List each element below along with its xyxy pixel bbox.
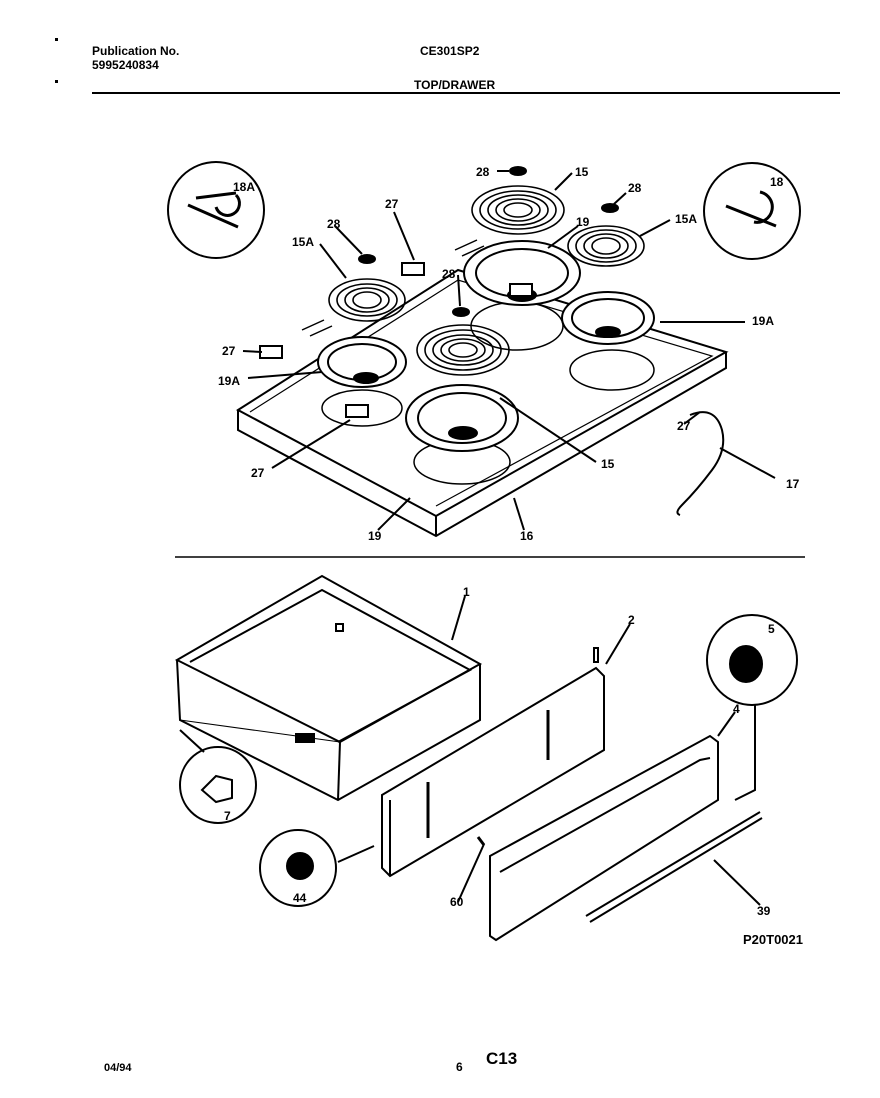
part-label: 28 — [476, 165, 490, 179]
margin-dot-top — [55, 38, 58, 41]
part-label: 7 — [224, 809, 231, 823]
part-label: 5 — [768, 622, 775, 636]
part-label: 19 — [368, 529, 382, 543]
part-label: 60 — [450, 895, 464, 909]
part-label: 4 — [733, 702, 740, 716]
cooktop-assembly — [167, 161, 801, 538]
footer-code: C13 — [486, 1049, 518, 1068]
opening-left — [321, 389, 403, 427]
part-label: 39 — [757, 904, 771, 918]
part-label: 19A — [752, 314, 774, 328]
footer-page-number: 6 — [456, 1060, 463, 1074]
coil-element-rear — [471, 185, 565, 235]
footer-date: 04/94 — [104, 1062, 132, 1074]
part-label: 28 — [442, 267, 456, 281]
part-label: 2 — [628, 613, 635, 627]
drip-bowl-rear — [463, 240, 581, 306]
trim-cap-2 — [601, 203, 619, 213]
part-label: 18 — [770, 175, 784, 189]
publication-label: Publication No. — [92, 44, 180, 58]
part-label: 17 — [786, 477, 800, 491]
coil-element-front — [416, 324, 510, 376]
part-label: 15A — [292, 235, 314, 249]
part-label: 15 — [575, 165, 589, 179]
part-label: 18A — [233, 180, 255, 194]
part-label: 19 — [576, 215, 590, 229]
part-label: 28 — [628, 181, 642, 195]
section-title: TOP/DRAWER — [414, 78, 496, 92]
drawing-code: P20T0021 — [743, 932, 803, 947]
trim-cap-3 — [358, 254, 376, 264]
part-label: 27 — [222, 344, 236, 358]
wire-harness — [676, 411, 725, 516]
drip-bowl-front — [405, 384, 519, 452]
receptacle-2 — [259, 345, 283, 359]
publication-number: 5995240834 — [92, 58, 159, 72]
trim-cap-1 — [509, 166, 527, 176]
part-label: 44 — [293, 891, 307, 905]
trim-cap-4 — [452, 307, 470, 317]
part-label: 27 — [677, 419, 691, 433]
part-label: 19A — [218, 374, 240, 388]
part-label: 27 — [385, 197, 399, 211]
part-label: 1 — [463, 585, 470, 599]
part-label: 16 — [520, 529, 534, 543]
drawer-slot — [295, 733, 315, 743]
receptacle-4 — [509, 283, 533, 297]
drip-bowl-left — [317, 336, 407, 388]
detail-circle-18 — [703, 162, 801, 260]
part-label: 27 — [251, 466, 265, 480]
drip-bowl-right — [561, 291, 655, 345]
model-number: CE301SP2 — [420, 44, 480, 58]
margin-dot-bottom — [55, 80, 58, 83]
opening-right — [569, 349, 655, 391]
drawer-assembly — [174, 574, 798, 942]
coil-element-left — [328, 278, 406, 322]
coil-element-right — [567, 225, 645, 267]
drawer-handle-panel — [489, 734, 719, 942]
part-label: 15 — [601, 457, 615, 471]
receptacle-1 — [401, 262, 425, 276]
receptacle-3 — [345, 404, 369, 418]
part-label: 28 — [327, 217, 341, 231]
part-label: 15A — [675, 212, 697, 226]
drawer-box — [174, 574, 483, 744]
drawer-tab — [335, 623, 344, 632]
